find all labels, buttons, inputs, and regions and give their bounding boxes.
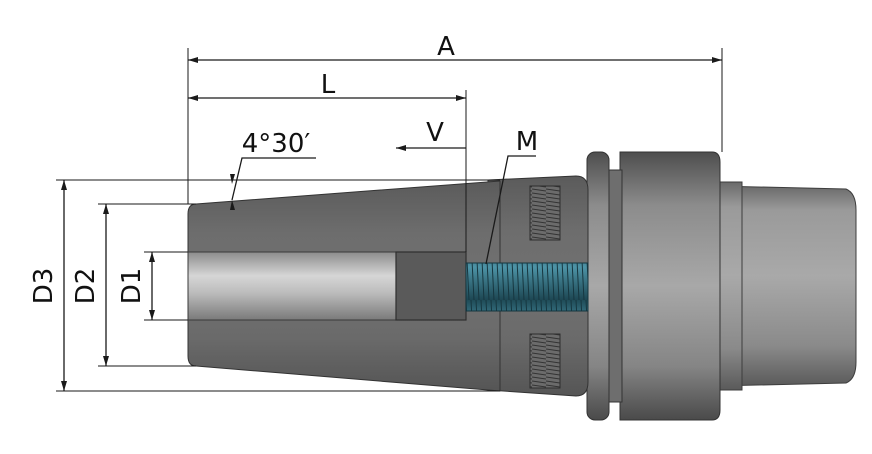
label-angle: 4°30′ (242, 129, 311, 159)
thread-leader (485, 155, 536, 265)
dimension-lines (56, 48, 723, 392)
holder-body (187, 151, 857, 421)
flange (619, 151, 721, 421)
set-screw-bottom (529, 333, 561, 389)
bore-step (395, 251, 467, 321)
dimension-labels: A L 4°30′ V M D3 D2 D1 (29, 32, 538, 304)
angle-leader (231, 157, 316, 201)
label-d2: D2 (71, 268, 101, 305)
label-l: L (321, 70, 336, 100)
rear-shank (715, 185, 857, 387)
set-screw-top (529, 185, 561, 241)
label-m: M (516, 127, 538, 157)
label-d3: D3 (29, 268, 59, 305)
collar-gap (607, 169, 623, 403)
label-a: A (437, 32, 455, 62)
label-d1: D1 (117, 268, 147, 305)
label-v: V (426, 118, 444, 148)
collar-ring (586, 151, 610, 421)
clamping-bore (187, 251, 397, 321)
thread-section (465, 262, 589, 312)
